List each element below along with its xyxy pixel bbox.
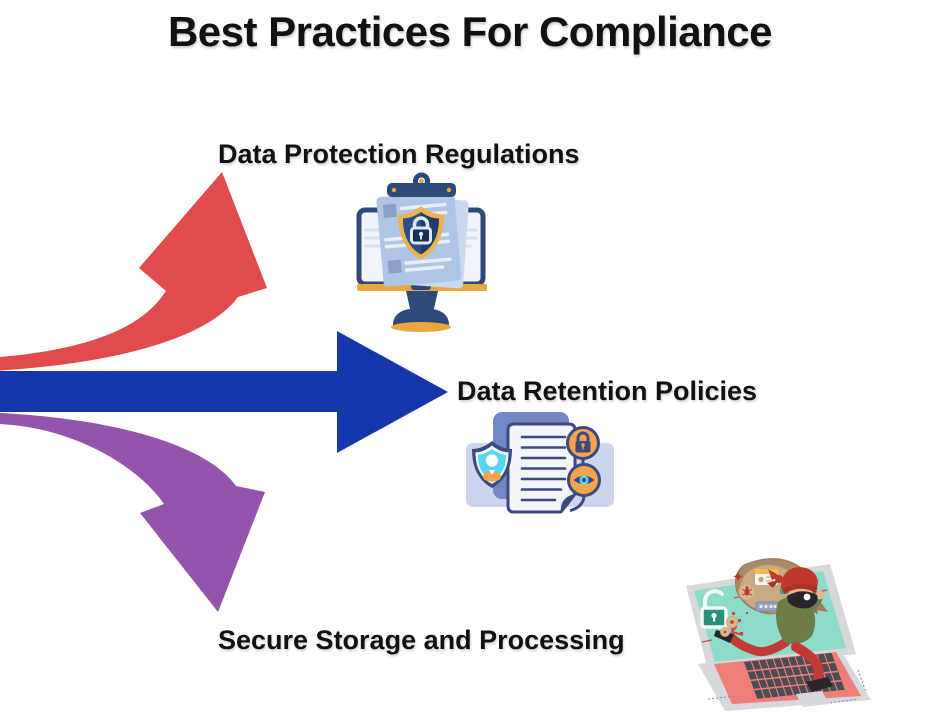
trackpad (796, 691, 829, 707)
lock-badge-icon (566, 426, 600, 460)
data-thief-laptop-icon (686, 558, 871, 711)
page-title: Best Practices For Compliance (167, 8, 773, 55)
document-icon (506, 422, 577, 514)
branch-label-data-retention: Data Retention Policies (457, 376, 758, 406)
open-padlock-icon (700, 589, 728, 629)
thief-icon (767, 567, 833, 692)
eye-badge-icon (567, 463, 601, 497)
thief-front-shoe (806, 677, 833, 692)
branch-label-secure-storage: Secure Storage and Processing (218, 625, 625, 655)
thief-back-leg (727, 633, 791, 657)
retention-documents-icon (466, 412, 614, 514)
user-shield-icon (472, 441, 512, 488)
virus-icon (738, 583, 756, 601)
shielded-document-monitor-icon (356, 172, 487, 332)
red-up-arrow (0, 172, 267, 371)
blue-right-arrow (0, 331, 448, 453)
purple-down-arrow (0, 413, 265, 612)
branch-label-data-protection: Data Protection Regulations (218, 139, 580, 169)
shield-lock-icon (398, 206, 444, 260)
password-field-icon (755, 601, 779, 612)
